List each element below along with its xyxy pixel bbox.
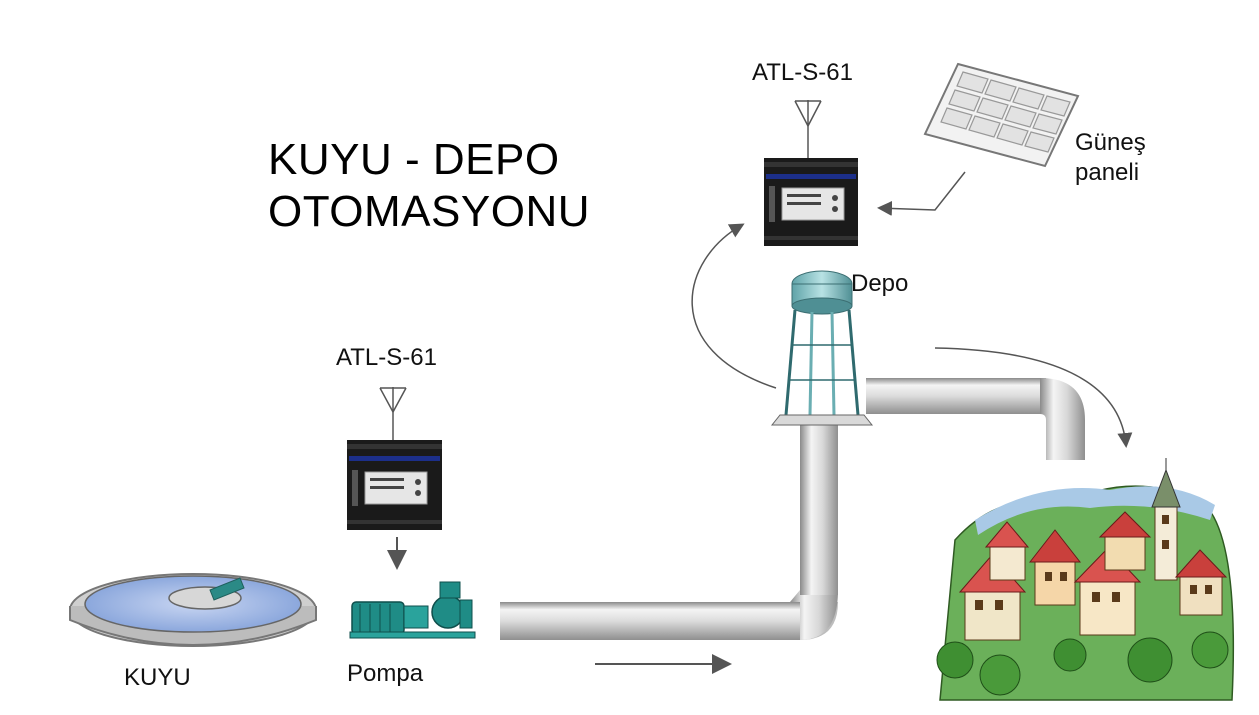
diagram-title: KUYU - DEPO OTOMASYONU bbox=[268, 134, 590, 238]
pump-icon bbox=[349, 581, 476, 639]
arrow-tank-to-device bbox=[691, 223, 777, 389]
atl-s-61-device-upper bbox=[764, 100, 858, 246]
solar-panel-icon bbox=[923, 62, 1080, 168]
title-line-1: KUYU - DEPO bbox=[268, 135, 560, 184]
well-label: KUYU bbox=[124, 664, 191, 691]
arrow-to-town bbox=[934, 347, 1133, 448]
tank-label: Depo bbox=[851, 270, 909, 297]
title-line-2: OTOMASYONU bbox=[268, 187, 591, 236]
well-icon bbox=[69, 573, 317, 647]
device-upper-label: ATL-S-61 bbox=[752, 59, 853, 86]
solar-label-line-1: Güneş bbox=[1075, 129, 1146, 156]
pump-label: Pompa bbox=[347, 660, 424, 687]
pipeline bbox=[500, 378, 1085, 640]
device-lower-label: ATL-S-61 bbox=[336, 344, 437, 371]
town-icon bbox=[936, 458, 1235, 701]
solar-panel-label: Güneş paneli bbox=[1075, 128, 1146, 188]
water-tank-icon bbox=[770, 270, 874, 426]
arrow-solar-to-device bbox=[877, 171, 966, 216]
solar-label-line-2: paneli bbox=[1075, 159, 1140, 186]
atl-s-61-device-lower bbox=[347, 387, 442, 530]
